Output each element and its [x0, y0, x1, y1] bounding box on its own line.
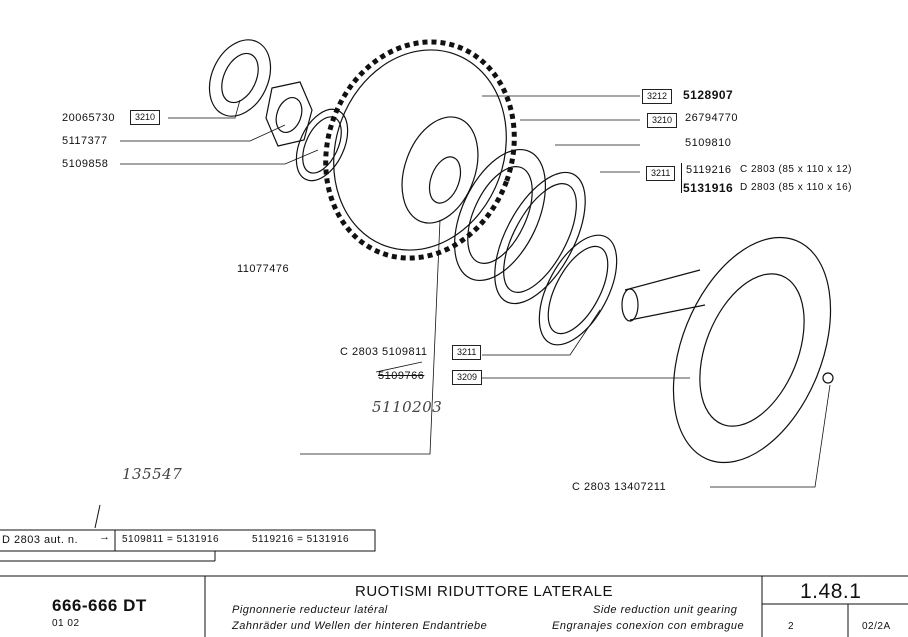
arrow-icon: →: [99, 531, 111, 543]
model-variants: 01 02: [52, 618, 80, 629]
ref-box: 3212: [642, 89, 673, 104]
handwritten-note: 5110203: [372, 398, 443, 416]
supersession-label: D 2803 aut. n.: [2, 534, 79, 546]
part-number: 26794770: [685, 112, 738, 124]
part-number: 5109858: [62, 158, 109, 170]
supersession-entry: 5119216 = 5131916: [252, 534, 350, 545]
part-spec: C 2803 (85 x 110 x 12): [740, 164, 852, 175]
title-es: Engranajes conexion con embrague: [552, 620, 745, 632]
part-number: 5109766: [378, 370, 425, 382]
title-en: Side reduction unit gearing: [593, 604, 738, 616]
page-code: 02/2A: [862, 621, 891, 632]
seal-part: [538, 234, 618, 346]
title-de: Zahnräder und Wellen der hinteren Endant…: [232, 620, 488, 632]
ref-box: 3210: [647, 113, 678, 128]
ref-box: 3211: [646, 166, 676, 181]
ref-box: 3209: [452, 370, 483, 385]
bearing-large-part: [453, 148, 547, 282]
part-number: 5119216: [686, 164, 732, 176]
model-name: 666-666 DT: [52, 596, 147, 615]
ref-box: 3211: [452, 345, 482, 360]
part-spec: D 2803 (85 x 110 x 16): [740, 182, 852, 193]
table-lines: [0, 504, 908, 637]
gear-part: [323, 39, 517, 261]
leader-lines: [120, 95, 831, 488]
title-fr: Pignonnerie reducteur latéral: [232, 604, 388, 616]
bearing-part: [208, 39, 272, 117]
page-number: 2: [788, 621, 795, 632]
spacer-ring-part: [494, 171, 586, 305]
part-number: C 2803 5109811: [340, 346, 428, 358]
section-title: RUOTISMI RIDUTTORE LATERALE: [355, 583, 613, 600]
part-number: 5117377: [62, 135, 108, 147]
part-number: 20065730: [62, 112, 115, 124]
flange-shaft-part: [621, 236, 834, 464]
section-number: 1.48.1: [800, 580, 862, 603]
part-number: 5109810: [685, 137, 732, 149]
nut-part: [265, 81, 313, 147]
part-number: 11077476: [237, 263, 290, 275]
ref-box: 3210: [130, 110, 161, 125]
supersession-entry: 5109811 = 5131916: [122, 534, 220, 545]
part-number: C 2803 13407211: [572, 481, 667, 493]
washer-part: [295, 108, 349, 182]
handwritten-note: 135547: [122, 465, 183, 483]
part-number: 5131916: [683, 181, 734, 195]
part-number: 5128907: [683, 88, 734, 102]
